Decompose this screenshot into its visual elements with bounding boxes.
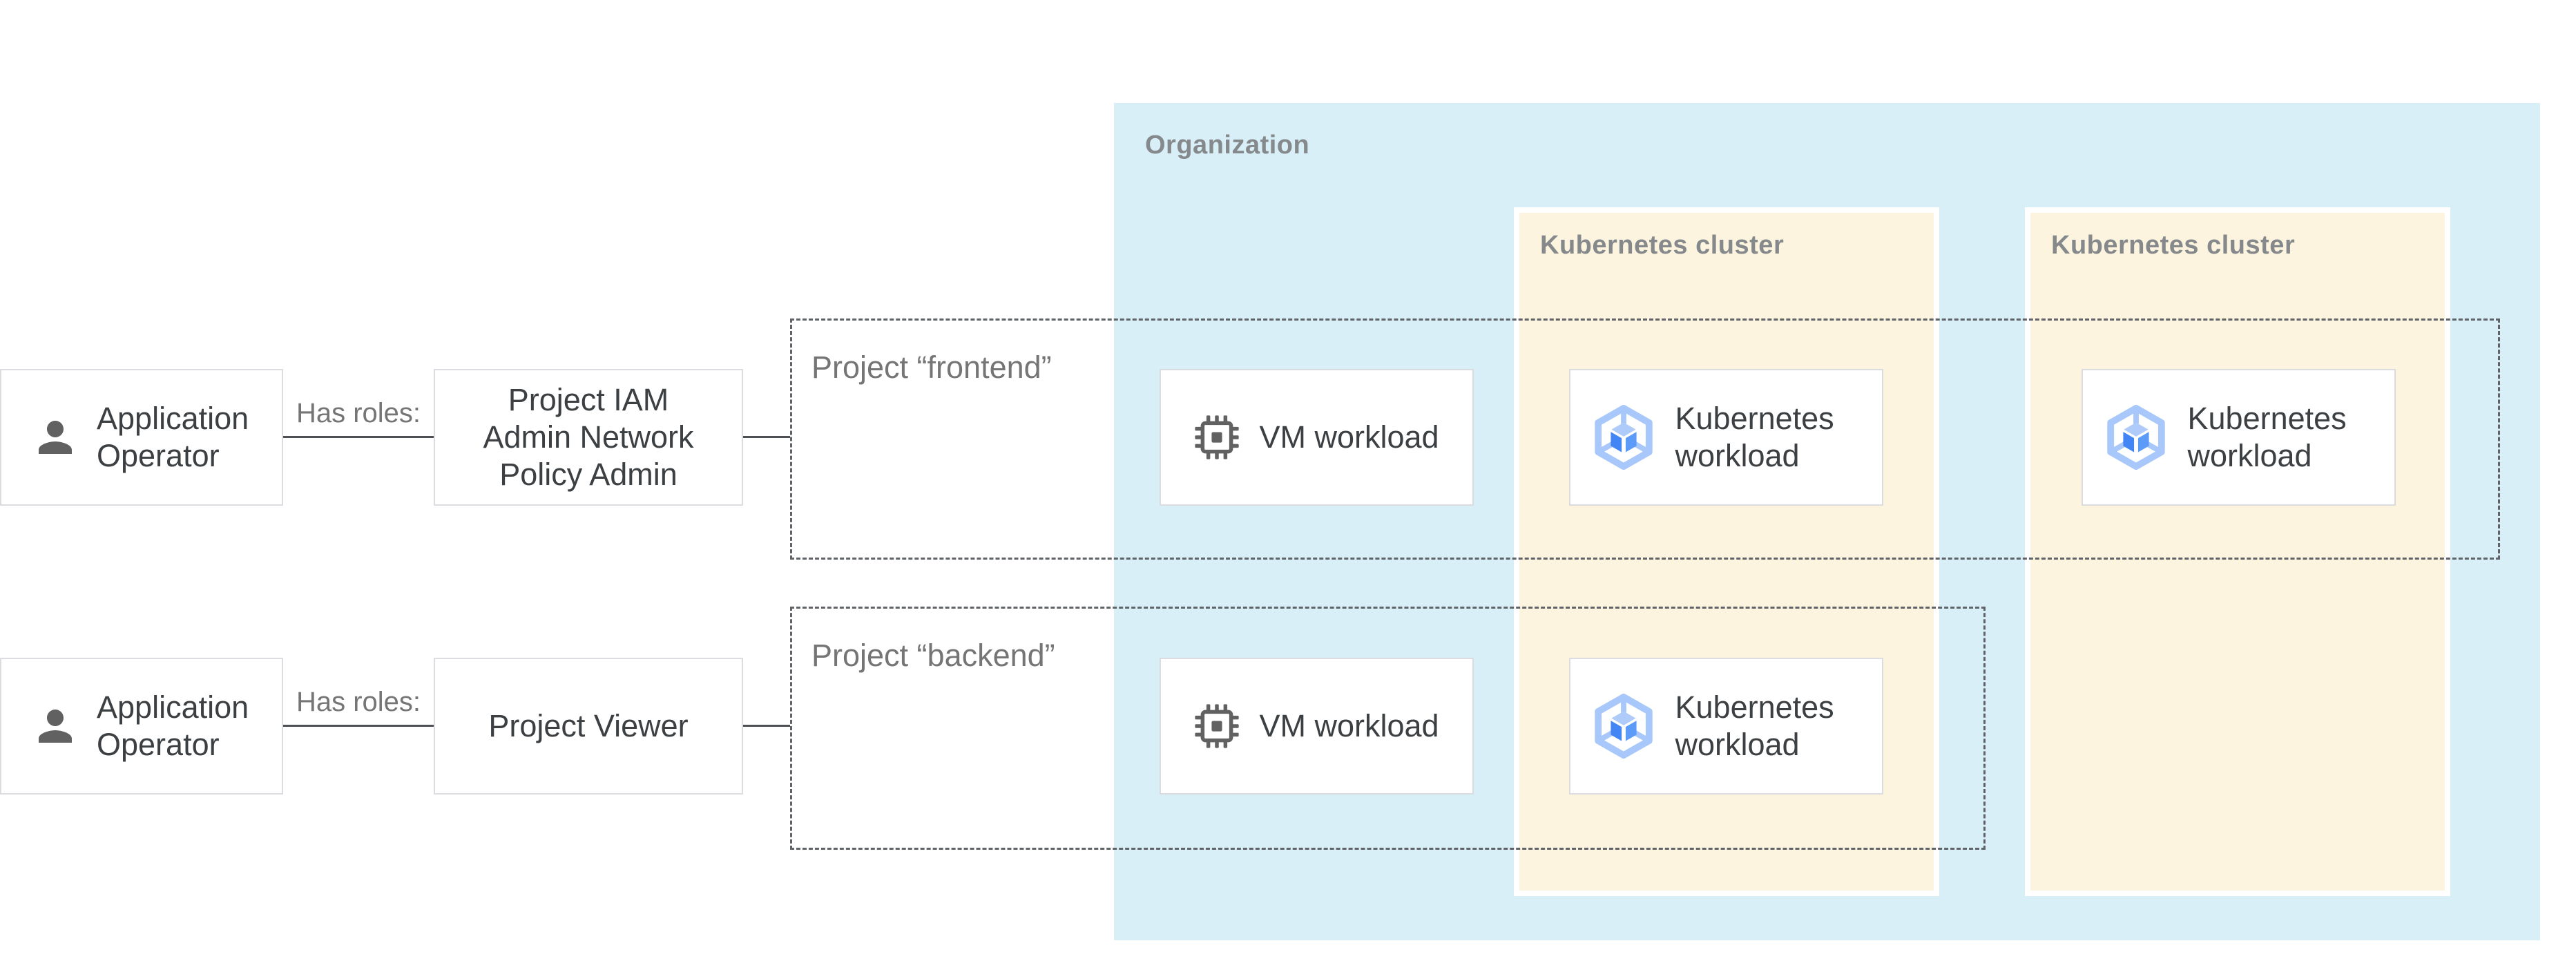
connector-role1-to-project-frontend: [743, 436, 790, 438]
kubernetes-workload-label: Kubernetes workload: [1675, 401, 1834, 473]
connector-role2-to-project-backend: [743, 725, 790, 727]
gke-hexagon-icon: [1594, 694, 1653, 759]
gke-hexagon-icon: [1594, 405, 1653, 470]
role-box-frontend: Project IAM Admin Network Policy Admin: [434, 369, 743, 506]
role-label: Project Viewer: [488, 708, 689, 743]
organization-label: Organization: [1145, 131, 1310, 160]
kubernetes-cluster-right: Kubernetes cluster: [2030, 213, 2445, 891]
has-roles-label-backend: Has roles:: [296, 687, 421, 717]
vm-workload-label: VM workload: [1259, 708, 1439, 743]
person-icon: [39, 421, 72, 454]
kubernetes-cluster-right-label: Kubernetes cluster: [2051, 231, 2296, 260]
project-backend-boundary: Project “backend”: [790, 607, 1986, 850]
kubernetes-cluster-left-label: Kubernetes cluster: [1540, 231, 1785, 260]
project-frontend-label: Project “frontend”: [811, 350, 1052, 385]
actor-label: Application Operator: [97, 690, 249, 762]
actor-box-frontend: Application Operator: [0, 369, 283, 506]
has-roles-label-frontend: Has roles:: [296, 398, 421, 428]
kubernetes-workload-label: Kubernetes workload: [1675, 690, 1834, 762]
kubernetes-workload-label: Kubernetes workload: [2187, 401, 2347, 473]
person-icon: [39, 710, 72, 743]
vm-workload-box-backend: VM workload: [1160, 658, 1474, 795]
kubernetes-workload-box-frontend-cluster2: Kubernetes workload: [2082, 369, 2396, 506]
connector-actor2-to-role2: [283, 725, 434, 727]
project-frontend-boundary: Project “frontend”: [790, 318, 2500, 560]
kubernetes-workload-box-backend-cluster1: Kubernetes workload: [1569, 658, 1883, 795]
actor-label: Application Operator: [97, 401, 249, 473]
chip-icon: [1195, 704, 1240, 748]
vm-workload-label: VM workload: [1259, 419, 1439, 455]
actor-box-backend: Application Operator: [0, 658, 283, 795]
role-box-backend: Project Viewer: [434, 658, 743, 795]
vm-workload-box-frontend: VM workload: [1160, 369, 1474, 506]
kubernetes-workload-box-frontend-cluster1: Kubernetes workload: [1569, 369, 1883, 506]
role-label: Project IAM Admin Network Policy Admin: [483, 382, 694, 492]
connector-actor1-to-role1: [283, 436, 434, 438]
chip-icon: [1195, 415, 1240, 459]
gke-hexagon-icon: [2106, 405, 2165, 470]
project-backend-label: Project “backend”: [811, 638, 1055, 673]
